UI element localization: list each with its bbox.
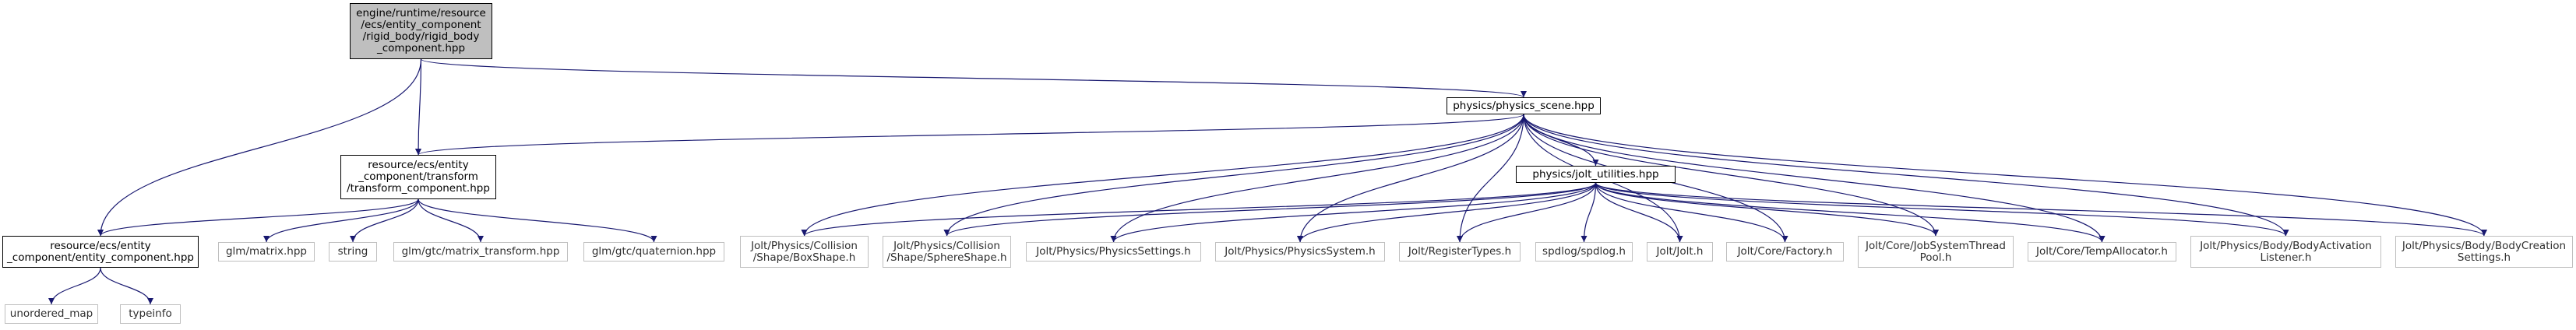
edge-transform-to-glm_matrix — [263, 198, 419, 243]
edge-jolt_utilities-to-register_types — [1457, 182, 1597, 243]
edge-jolt_utilities-to-spdlog — [1580, 182, 1597, 243]
node-transform-component-hpp[interactable]: resource/ecs/entity _component/transform… — [340, 155, 496, 199]
edge-physics_scene-to-body_creation — [1523, 114, 2487, 237]
edge-physics_scene-to-job_system — [1523, 114, 1939, 237]
edge-jolt_utilities-to-box_shape — [801, 182, 1597, 237]
node-temp-allocator-h: Jolt/Core/TempAllocator.h — [2028, 242, 2176, 262]
edge-jolt_utilities-to-physics_system — [1297, 182, 1597, 243]
edge-jolt_utilities-to-body_activation — [1595, 182, 2289, 237]
node-glm-matrix-transform-hpp: glm/gtc/matrix_transform.hpp — [393, 242, 568, 262]
edge-jolt_utilities-to-body_creation — [1595, 182, 2487, 237]
node-jolt-utilities-hpp[interactable]: physics/jolt_utilities.hpp — [1516, 166, 1676, 183]
edge-entity_component-to-typeinfo — [100, 267, 153, 305]
node-jolt-h: Jolt/Jolt.h — [1647, 242, 1713, 262]
node-glm-matrix-hpp: glm/matrix.hpp — [218, 242, 315, 262]
edge-jolt_utilities-to-factory — [1595, 182, 1788, 243]
edge-physics_scene-to-body_activation — [1523, 114, 2289, 237]
edge-entity_component-to-unordered_map — [48, 267, 101, 305]
edge-root-to-entity_component — [97, 58, 422, 237]
node-sphere-shape-h: Jolt/Physics/Collision /Shape/SphereShap… — [883, 236, 1011, 268]
edge-jolt_utilities-to-temp_allocator — [1595, 182, 2106, 243]
edge-physics_scene-to-physics_settings — [1110, 114, 1524, 243]
node-body-activation-listener-h: Jolt/Physics/Body/BodyActivation Listene… — [2190, 236, 2381, 268]
edge-transform-to-string — [350, 198, 419, 243]
edge-physics_scene-to-box_shape — [801, 114, 1524, 237]
edge-root-to-physics_scene — [420, 58, 1527, 98]
node-factory-h: Jolt/Core/Factory.h — [1726, 242, 1844, 262]
node-physics-scene-hpp[interactable]: physics/physics_scene.hpp — [1447, 97, 1601, 114]
edge-transform-to-entity_component — [97, 198, 419, 237]
edge-physics_scene-to-physics_system — [1297, 114, 1524, 243]
edge-root-to-transform — [415, 58, 422, 156]
node-physics-settings-h: Jolt/Physics/PhysicsSettings.h — [1026, 242, 1201, 262]
node-spdlog-h: spdlog/spdlog.h — [1535, 242, 1633, 262]
node-typeinfo: typeinfo — [120, 304, 181, 324]
node-string: string — [329, 242, 377, 262]
edge-physics_scene-to-temp_allocator — [1523, 114, 2106, 243]
edge-transform-to-glm_quaternion — [418, 198, 657, 243]
node-box-shape-h: Jolt/Physics/Collision /Shape/BoxShape.h — [740, 236, 869, 268]
edge-physics_scene-to-register_types — [1457, 114, 1524, 243]
edge-jolt_utilities-to-sphere_shape — [943, 182, 1597, 237]
node-body-creation-settings-h: Jolt/Physics/Body/BodyCreation Settings.… — [2395, 236, 2573, 268]
node-glm-quaternion-hpp: glm/gtc/quaternion.hpp — [583, 242, 724, 262]
node-register-types-h: Jolt/RegisterTypes.h — [1399, 242, 1521, 262]
edge-physics_scene-to-sphere_shape — [943, 114, 1524, 237]
node-job-system-thread-pool-h: Jolt/Core/JobSystemThread Pool.h — [1858, 236, 2014, 268]
node-physics-system-h: Jolt/Physics/PhysicsSystem.h — [1215, 242, 1385, 262]
node-entity-component-hpp[interactable]: resource/ecs/entity _component/entity_co… — [2, 236, 199, 268]
edge-jolt_utilities-to-jolt_h — [1595, 182, 1683, 243]
node-unordered-map: unordered_map — [5, 304, 98, 324]
edge-jolt_utilities-to-job_system — [1595, 182, 1939, 237]
edge-transform-to-glm_matrix_transform — [418, 198, 484, 243]
edge-jolt_utilities-to-physics_settings — [1110, 182, 1597, 243]
edge-physics_scene-to-transform — [415, 114, 1524, 156]
node-rigid-body-component-hpp: engine/runtime/resource /ecs/entity_comp… — [350, 3, 492, 59]
